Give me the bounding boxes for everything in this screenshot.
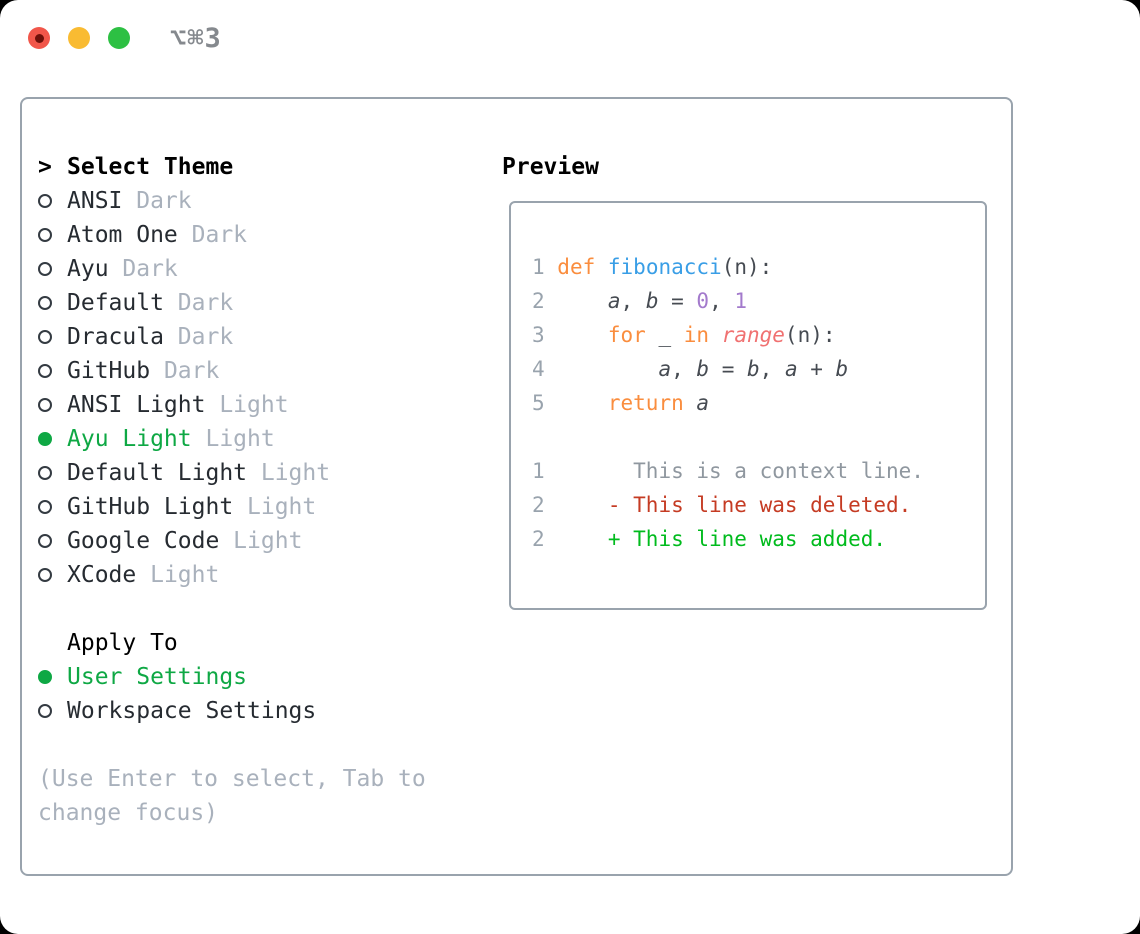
close-button[interactable] (28, 27, 50, 49)
theme-variant-label: Light (191, 426, 275, 452)
minimize-button[interactable] (68, 27, 90, 49)
apply-option-label: User Settings (67, 664, 248, 690)
theme-option[interactable]: GitHub Dark (38, 354, 426, 388)
theme-variant-label: Light (136, 562, 220, 588)
theme-option[interactable]: XCode Light (38, 558, 426, 592)
theme-option-label: Default Light Light (67, 460, 331, 486)
help-text-line: (Use Enter to select, Tab to (38, 766, 426, 792)
preview-code-line: 4 a, b = b, a + b (532, 357, 849, 381)
radio-icon (38, 364, 67, 378)
theme-variant-label: Dark (108, 256, 178, 282)
theme-option[interactable]: ANSI Light Light (38, 388, 426, 422)
preview-code-line: 3 for _ in range(n): (532, 323, 836, 347)
help-text-line: change focus) (38, 800, 219, 826)
apply-option[interactable]: Workspace Settings (38, 694, 426, 728)
titlebar: ⌥⌘3 (28, 23, 222, 54)
radio-selected-icon (38, 432, 67, 446)
theme-option-label: ANSI Dark (67, 188, 192, 214)
radio-icon (38, 704, 67, 718)
radio-icon (38, 568, 67, 582)
preview-code-line: 1 This is a context line. (532, 459, 924, 483)
theme-option[interactable]: Google Code Light (38, 524, 426, 558)
radio-icon (38, 466, 67, 480)
select-theme-header-row: > Select Theme (38, 150, 426, 184)
theme-option[interactable]: Default Dark (38, 286, 426, 320)
apply-to-header-row: Apply To (38, 626, 426, 660)
preview-code-line: 2 a, b = 0, 1 (532, 289, 748, 313)
theme-option-label: Default Dark (67, 290, 234, 316)
zoom-button[interactable] (108, 27, 130, 49)
apply-option-label: Workspace Settings (67, 698, 317, 724)
theme-option[interactable]: Dracula Dark (38, 320, 426, 354)
preview-code-line: 5 return a (532, 391, 710, 415)
preview-blank-line (532, 420, 985, 454)
theme-option[interactable]: Atom One Dark (38, 218, 426, 252)
preview-code-line: 1 def fibonacci(n): (532, 255, 773, 279)
theme-option[interactable]: GitHub Light Light (38, 490, 426, 524)
theme-variant-label: Light (233, 494, 317, 520)
theme-variant-label: Dark (122, 188, 192, 214)
theme-option-label: Atom One Dark (67, 222, 248, 248)
theme-variant-label: Light (247, 460, 331, 486)
theme-option[interactable]: Default Light Light (38, 456, 426, 490)
apply-to-title: Apply To (67, 630, 178, 656)
radio-icon (38, 262, 67, 276)
theme-variant-label: Dark (177, 222, 248, 248)
theme-variant-label: Light (205, 392, 289, 418)
select-theme-title: Select Theme (67, 154, 234, 180)
theme-option-label: GitHub Light Light (67, 494, 317, 520)
theme-variant-label: Light (219, 528, 303, 554)
preview-title: Preview (502, 154, 599, 180)
radio-icon (38, 194, 67, 208)
preview-code: 1 def fibonacci(n): 2 a, b = 0, 1 3 for _ … (532, 250, 985, 556)
theme-option[interactable]: ANSI Dark (38, 184, 426, 218)
radio-icon (38, 330, 67, 344)
theme-option-label: Ayu Light Light (67, 426, 275, 452)
radio-icon (38, 228, 67, 242)
theme-option-label: Google Code Light (67, 528, 303, 554)
theme-variant-label: Dark (150, 358, 220, 384)
theme-option[interactable]: Ayu Dark (38, 252, 426, 286)
radio-icon (38, 398, 67, 412)
theme-variant-label: Dark (163, 290, 234, 316)
help-text: (Use Enter to select, Tab to change focu… (38, 762, 426, 830)
preview-code-line: 2 + This line was added. (532, 527, 887, 551)
theme-variant-label: Dark (163, 324, 234, 350)
radio-icon (38, 296, 67, 310)
window-title: ⌥⌘3 (170, 22, 222, 54)
theme-option-label: XCode Light (67, 562, 220, 588)
theme-option-label: Ayu Dark (67, 256, 178, 282)
theme-option-label: ANSI Light Light (67, 392, 289, 418)
theme-option-label: GitHub Dark (67, 358, 220, 384)
preview-pane: 1 def fibonacci(n): 2 a, b = 0, 1 3 for _ … (509, 201, 987, 610)
apply-option[interactable]: User Settings (38, 660, 426, 694)
radio-icon (38, 500, 67, 514)
radio-selected-icon (38, 670, 67, 684)
theme-option[interactable]: Ayu Light Light (38, 422, 426, 456)
radio-icon (38, 534, 67, 548)
preview-code-line: 2 - This line was deleted. (532, 493, 912, 517)
theme-option-label: Dracula Dark (67, 324, 234, 350)
cursor-marker: > (38, 154, 52, 180)
